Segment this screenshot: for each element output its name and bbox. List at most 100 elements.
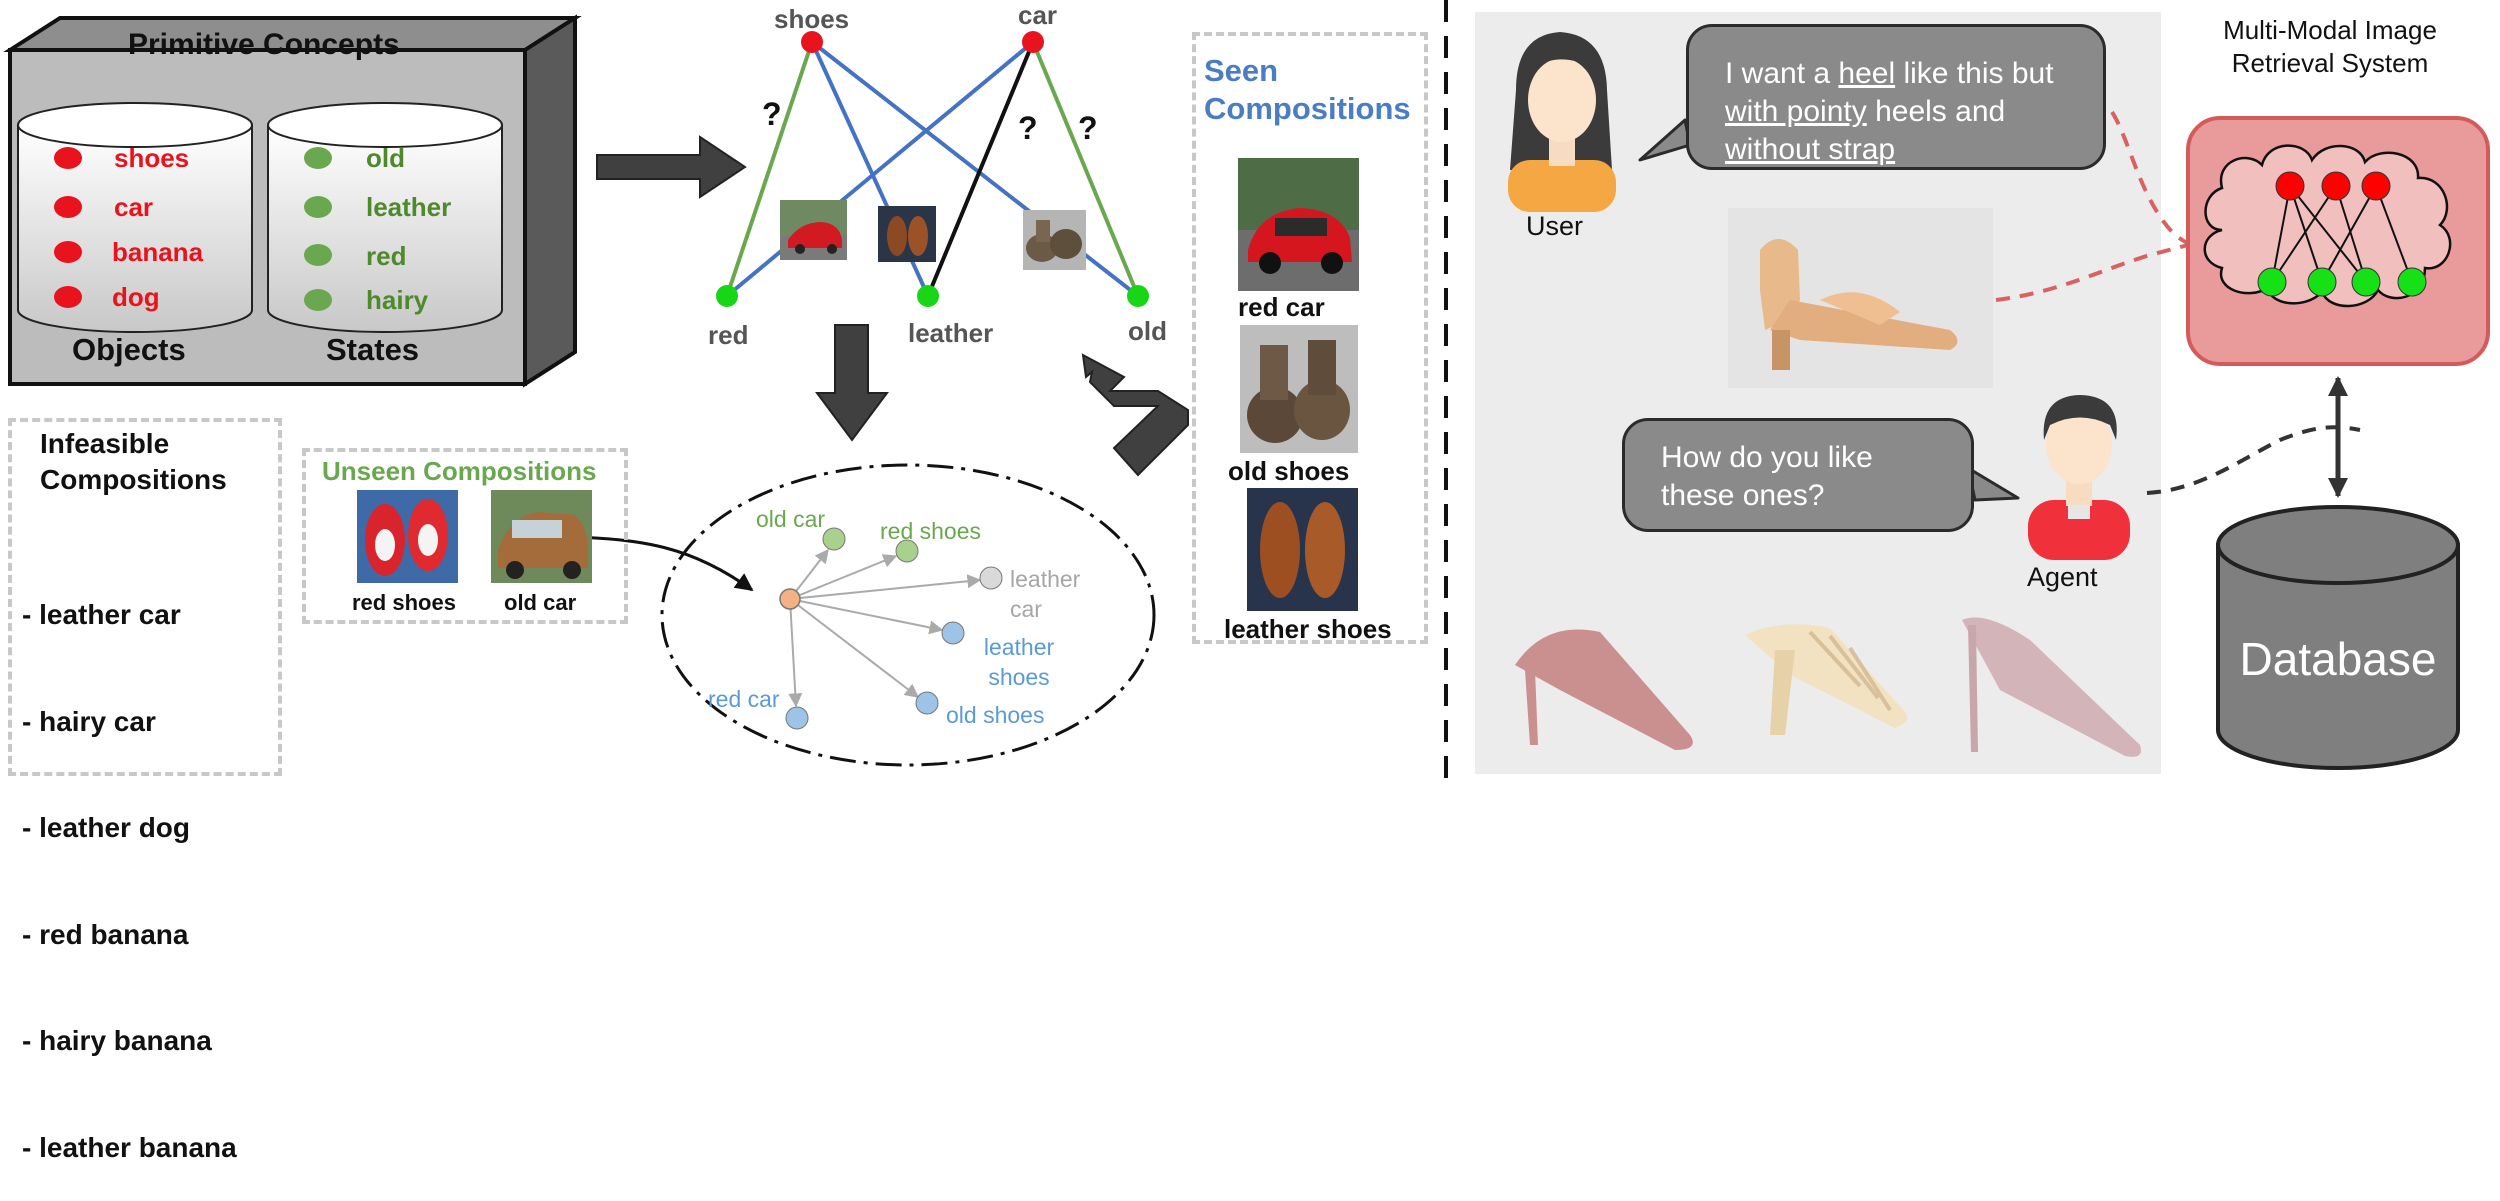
user-message-line3: without strap <box>1725 131 2103 169</box>
object-dot <box>54 241 82 263</box>
embedding-space <box>660 463 1156 767</box>
user-msg-text: like this but <box>1895 57 2054 90</box>
seen-compositions-title: Seen Compositions <box>1204 52 1411 128</box>
system-title-line2: Retrieval System <box>2231 48 2429 78</box>
seen-compositions-box <box>1192 32 1428 644</box>
embedding-label: old shoes <box>946 702 1045 728</box>
user-label: User <box>1526 211 1584 241</box>
objects-caption: Objects <box>72 332 186 367</box>
state-label: red <box>366 241 407 271</box>
agent-avatar <box>2028 395 2130 560</box>
point-old-shoes <box>915 691 939 715</box>
object-label: car <box>114 192 154 222</box>
database-label: Database <box>2239 633 2437 685</box>
infeasible-item: - red banana <box>22 918 189 950</box>
node-shoes <box>801 31 823 53</box>
photo-red-car <box>1238 158 1359 291</box>
user-msg-text: I want a <box>1725 57 1839 90</box>
arrow-to-graph <box>596 135 747 199</box>
user-message-bubble: I want a heel like this but with pointy … <box>1686 24 2106 170</box>
state-label: old <box>366 143 405 173</box>
infeasible-item: - leather dog <box>22 812 191 843</box>
infeasible-list: - leather car - hairy car - leather dog … <box>22 526 237 1201</box>
arrow-to-embedding <box>815 324 889 442</box>
cube-side-face <box>523 14 577 388</box>
seen-title-line1: Seen <box>1204 53 1279 88</box>
states-caption: States <box>326 332 420 367</box>
user-avatar <box>1508 32 1616 212</box>
edge-car-red <box>725 40 1035 298</box>
state-label: hairy <box>366 285 429 315</box>
database-cylinder <box>2216 505 2460 770</box>
primitive-concepts-title: Primitive Concepts <box>128 28 400 61</box>
brain-cloud <box>2203 144 2452 308</box>
result-shoe-2 <box>1745 624 1908 735</box>
seen-item-label: red car <box>1238 292 1325 322</box>
state-dot <box>304 289 332 311</box>
embedding-label: leather shoes <box>983 634 1055 690</box>
embedding-label: old car <box>756 506 826 532</box>
agent-link <box>2146 425 2361 495</box>
point-red-shoes <box>895 539 919 563</box>
graph-node-label-car: car <box>1018 0 1058 30</box>
object-dot <box>54 196 82 218</box>
agent-message-line2: these ones? <box>1661 479 1825 512</box>
infeasible-item: - hairy banana <box>22 1025 212 1056</box>
system-title-line1: Multi-Modal Image <box>2223 15 2437 45</box>
user-msg-underline: heel <box>1838 57 1896 90</box>
image-link <box>1995 243 2189 302</box>
question-mark: ? <box>1018 110 1038 146</box>
seen-item-label: old shoes <box>1228 456 1350 486</box>
edge-car-old <box>1031 41 1140 297</box>
infeasible-item: - leather banana <box>22 1131 237 1163</box>
system-title: Multi-Modal Image Retrieval System <box>2210 14 2450 80</box>
reference-sandal <box>1728 208 1993 388</box>
object-dot <box>54 147 82 169</box>
state-dot <box>304 196 332 218</box>
graph-node-label-shoes: shoes <box>774 4 850 34</box>
user-msg-text: heels and <box>1866 95 2006 128</box>
point-leather-car <box>979 566 1003 590</box>
point-leather-shoes <box>941 621 965 645</box>
edge-car-leather <box>926 41 1035 297</box>
unseen-compositions-box <box>302 448 628 624</box>
agent-message-line1: How do you like <box>1661 441 1873 474</box>
seen-item-label: leather shoes <box>1224 614 1392 644</box>
embedding-arrows <box>788 548 982 708</box>
graph-node-label-red: red <box>708 320 749 350</box>
embedding-label: red shoes <box>880 518 982 544</box>
photo-old-shoes <box>1240 325 1358 453</box>
graph-node-label-old: old <box>1128 316 1167 346</box>
infeasible-title-line1: Infeasible <box>40 428 170 459</box>
graph-node-label-leather: leather <box>908 318 994 348</box>
edge-shoes-red <box>725 41 814 297</box>
user-message-line2: with pointy heels and <box>1725 93 2103 131</box>
bipartite-graph <box>716 31 1149 307</box>
question-mark: ? <box>1078 110 1098 146</box>
thumb-old-shoes <box>1023 210 1086 270</box>
point-red-car <box>785 706 809 730</box>
result-shoe-1 <box>1515 629 1693 750</box>
infeasible-compositions-box <box>8 418 282 776</box>
unseen-compositions-title: Unseen Compositions <box>322 456 597 486</box>
state-dot <box>304 244 332 266</box>
arrow-seen-to-graph <box>1081 353 1189 477</box>
primitive-concepts-cube <box>3 14 582 388</box>
agent-message-bubble: How do you like these ones? <box>1622 418 1974 532</box>
embedding-label: leather car <box>1010 566 1081 622</box>
embedding-label: red car <box>708 686 780 712</box>
object-label: banana <box>112 237 204 267</box>
thumb-leather-shoes <box>878 206 936 262</box>
object-label: shoes <box>114 143 190 173</box>
unseen-item-label: old car <box>504 590 577 615</box>
infeasible-item: - leather car <box>22 599 181 630</box>
photo-red-shoes <box>357 490 458 583</box>
photo-leather-shoes <box>1247 488 1358 611</box>
infeasible-title: Infeasible Compositions <box>40 426 227 498</box>
user-msg-underline: without strap <box>1725 133 1896 166</box>
object-dot <box>54 286 82 308</box>
object-label: dog <box>112 282 160 312</box>
node-old <box>1127 285 1149 307</box>
user-msg-underline: with pointy <box>1725 95 1867 128</box>
state-dot <box>304 147 332 169</box>
